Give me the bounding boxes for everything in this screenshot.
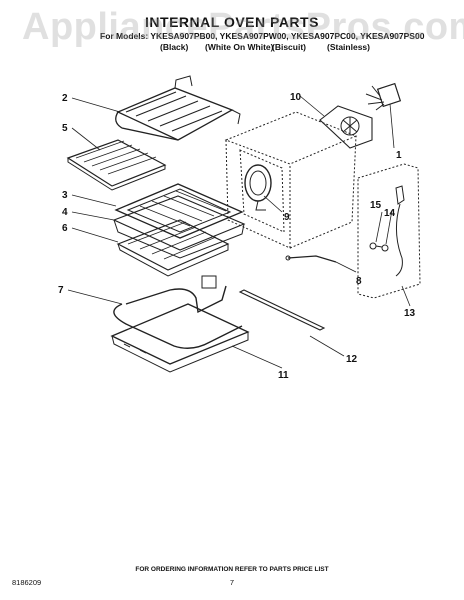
callout-9: 9: [284, 212, 290, 223]
bake-element-illustration: [113, 275, 243, 349]
callout-numbers: 2 5 3 4 6 7 10 1 9 15 14 8 13 12 11: [58, 92, 416, 381]
callout-1: 1: [396, 150, 402, 161]
callout-2: 2: [62, 93, 68, 104]
fan-shroud-illustration: [244, 164, 272, 211]
wiring-harness-illustration: [357, 163, 421, 299]
callout-10: 10: [290, 92, 302, 103]
callout-5: 5: [62, 123, 68, 134]
color-biscuit: (Biscuit): [272, 42, 306, 52]
document-number: 8186209: [12, 578, 42, 587]
model-list: For Models: YKESA907PB00, YKESA907PW00, …: [100, 31, 425, 41]
callout-6: 6: [62, 223, 68, 234]
ordering-info: FOR ORDERING INFORMATION REFER TO PARTS …: [135, 566, 329, 573]
temperature-sensor-illustration: [285, 255, 337, 263]
callout-3: 3: [62, 190, 68, 201]
callout-8: 8: [356, 276, 362, 287]
callout-15: 15: [370, 200, 382, 211]
page-number: 7: [229, 578, 235, 587]
broiler-pan-illustration: [112, 195, 246, 259]
callout-7: 7: [58, 285, 64, 296]
callout-11: 11: [278, 370, 289, 381]
color-white: (White On White): [205, 42, 274, 52]
page-title: INTERNAL OVEN PARTS: [145, 14, 319, 30]
callout-12: 12: [346, 354, 358, 365]
bottom-cover-illustration: [110, 303, 250, 373]
watermark: AppliancePartsPros.com: [22, 6, 464, 48]
broil-element-illustration: [115, 75, 241, 141]
sensor-parts-illustration: [369, 242, 389, 252]
color-stainless: (Stainless): [327, 42, 370, 52]
convection-fan-illustration: [319, 105, 373, 149]
lower-rack-illustration: [116, 219, 230, 277]
callout-14: 14: [384, 208, 396, 219]
convection-motor-illustration: [365, 82, 402, 111]
oven-cavity-illustration: [224, 111, 358, 249]
trim-strip-illustration: [238, 289, 326, 331]
oven-rack-illustration: [66, 139, 167, 191]
callout-4: 4: [62, 207, 68, 218]
leader-lines: [67, 95, 411, 369]
callout-13: 13: [404, 308, 416, 319]
color-black: (Black): [160, 42, 189, 52]
